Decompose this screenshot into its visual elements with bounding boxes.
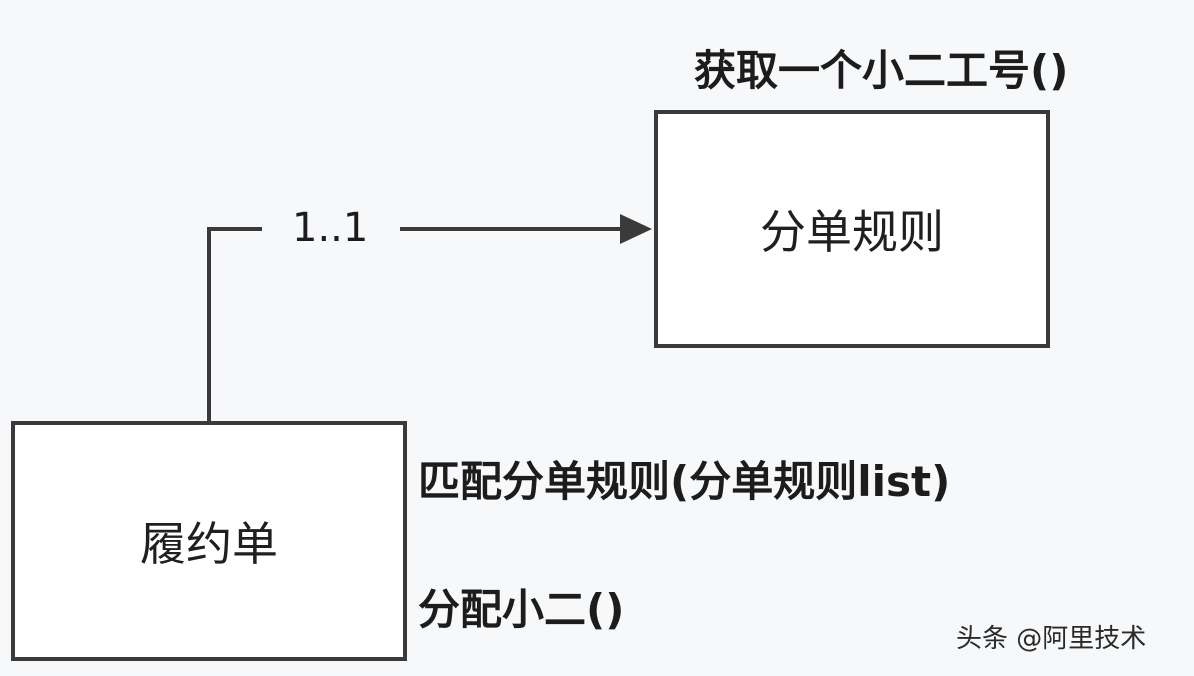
arrowhead-icon (620, 214, 652, 244)
order-method-assign-label: 分配小二() (418, 585, 625, 634)
class-box-fulfillment-order: 履约单 (11, 421, 407, 661)
class-name-dispatch-rule: 分单规则 (760, 205, 944, 259)
class-box-dispatch-rule: 分单规则 (654, 110, 1050, 348)
order-method-match-label: 匹配分单规则(分单规则list) (418, 457, 951, 506)
multiplicity-label: 1..1 (292, 205, 369, 251)
rule-method-label: 获取一个小二工号() (694, 46, 1069, 95)
association-line-left (207, 227, 262, 423)
watermark-text: 头条 @阿里技术 (956, 624, 1147, 654)
class-name-fulfillment-order: 履约单 (140, 517, 278, 571)
